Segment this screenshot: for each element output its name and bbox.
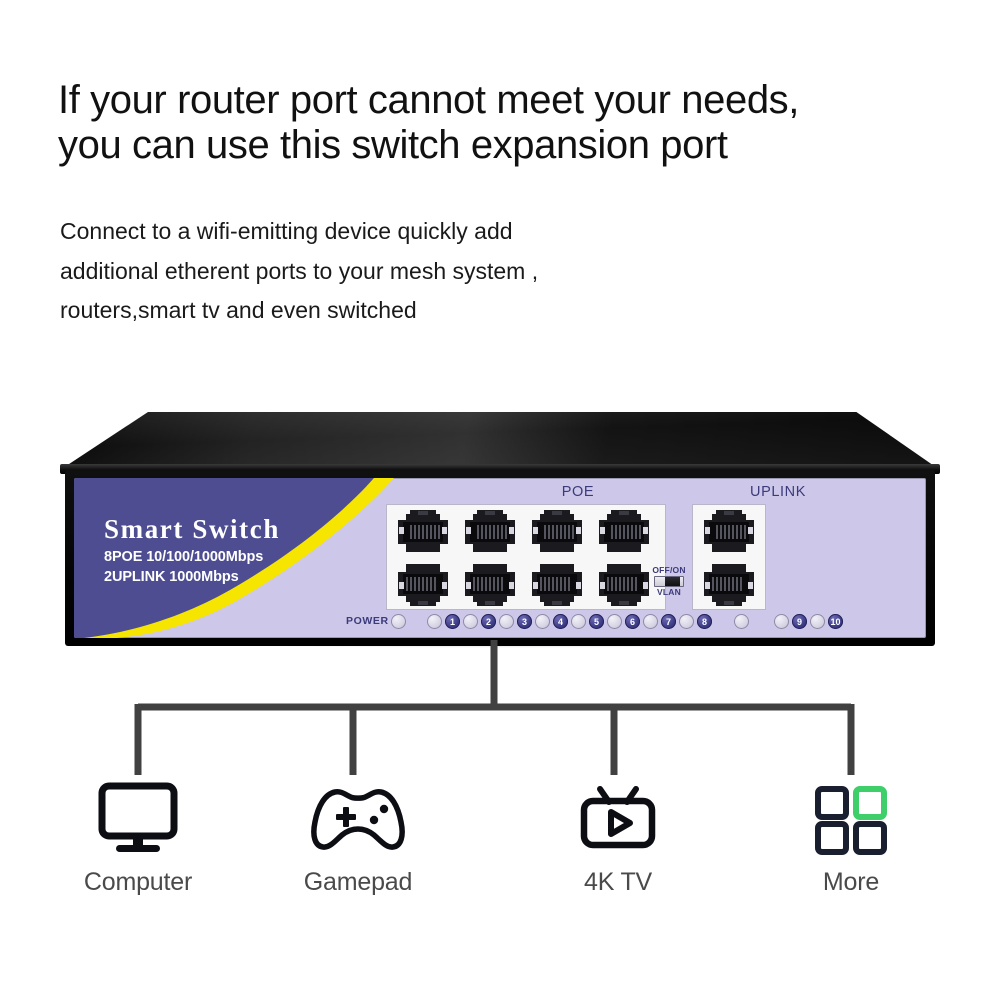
device-top-panel xyxy=(60,412,940,470)
subcopy-line-3: routers,smart tv and even switched xyxy=(60,297,417,324)
uplink-section-label: UPLINK xyxy=(750,484,806,500)
poe-port-3[interactable] xyxy=(528,508,586,556)
device-spec-line-1: 8POE 10/100/1000Mbps xyxy=(104,549,264,565)
poe-led-blank-8 xyxy=(679,614,694,629)
poe-led-4: 4 xyxy=(553,614,568,629)
uplink-port-9[interactable] xyxy=(700,508,758,556)
poe-section-label: POE xyxy=(561,484,595,500)
poe-led-blank-5 xyxy=(571,614,586,629)
gamepad-icon xyxy=(258,780,458,858)
connection-item-computer[interactable]: Computer xyxy=(38,780,238,897)
tv-icon xyxy=(518,780,718,858)
vlan-led xyxy=(734,614,749,629)
vlan-switch[interactable]: OFF/ON VLAN xyxy=(646,565,692,598)
device-shadow xyxy=(74,640,926,648)
poe-led-blank-6 xyxy=(607,614,622,629)
poe-led-blank-3 xyxy=(499,614,514,629)
poe-led-blank-1 xyxy=(427,614,442,629)
uplink-led-10: 10 xyxy=(828,614,843,629)
monitor-icon xyxy=(38,780,238,858)
uplink-led-blank-10 xyxy=(810,614,825,629)
uplink-led-blank-9 xyxy=(774,614,789,629)
poe-port-6[interactable] xyxy=(461,560,519,608)
poe-led-5: 5 xyxy=(589,614,604,629)
network-switch-device: Smart Switch 8POE 10/100/1000Mbps 2UPLIN… xyxy=(60,412,940,652)
connection-item-gamepad[interactable]: Gamepad xyxy=(258,780,458,897)
connection-tree xyxy=(134,640,855,775)
connection-label-computer: Computer xyxy=(83,868,193,896)
device-brand-name: Smart Switch xyxy=(104,514,280,544)
poe-led-3: 3 xyxy=(517,614,532,629)
vlan-toggle[interactable] xyxy=(654,576,684,588)
page-title: If your router port cannot meet your nee… xyxy=(58,78,958,168)
vlan-off-on-label: OFF/ON xyxy=(652,565,686,575)
poe-led-8: 8 xyxy=(697,614,712,629)
vlan-label: VLAN xyxy=(657,587,681,598)
device-front-lip xyxy=(60,464,940,474)
headline-line-2: you can use this switch expansion port xyxy=(58,122,728,167)
poe-port-4[interactable] xyxy=(595,508,653,556)
poe-led-blank-2 xyxy=(463,614,478,629)
connection-label-gamepad: Gamepad xyxy=(303,868,413,896)
uplink-port-cage xyxy=(692,504,766,610)
poe-led-blank-7 xyxy=(643,614,658,629)
poe-port-cage xyxy=(386,504,666,610)
connection-label-more: More xyxy=(822,868,880,896)
power-led xyxy=(391,614,406,629)
poe-port-5[interactable] xyxy=(394,560,452,608)
poe-led-1: 1 xyxy=(445,614,460,629)
grid-more-icon xyxy=(751,780,951,858)
poe-port-8[interactable] xyxy=(595,560,653,608)
poe-led-7: 7 xyxy=(661,614,676,629)
subcopy-line-2: additional etherent ports to your mesh s… xyxy=(60,257,539,284)
poe-led-6: 6 xyxy=(625,614,640,629)
connected-devices-row: Computer Gamepad xyxy=(0,780,1000,910)
headline-line-1: If your router port cannot meet your nee… xyxy=(58,78,799,122)
device-faceplate: Smart Switch 8POE 10/100/1000Mbps 2UPLIN… xyxy=(74,478,926,638)
poe-port-1[interactable] xyxy=(394,508,452,556)
device-spec: 8POE 10/100/1000Mbps 2UPLINK 1000Mbps xyxy=(104,548,424,587)
connection-label-tv: 4K TV xyxy=(583,868,653,896)
subcopy: Connect to a wifi-emitting device quickl… xyxy=(60,212,840,331)
poe-led-2: 2 xyxy=(481,614,496,629)
connection-item-tv[interactable]: 4K TV xyxy=(518,780,718,897)
faceplate-swoosh xyxy=(74,478,394,638)
poe-led-blank-4 xyxy=(535,614,550,629)
subcopy-line-1: Connect to a wifi-emitting device quickl… xyxy=(60,218,513,244)
led-indicator-strip: POWER 1 2 3 4 5 6 7 8 9 10 xyxy=(74,608,926,638)
poe-port-2[interactable] xyxy=(461,508,519,556)
poe-port-7[interactable] xyxy=(528,560,586,608)
power-led-label: POWER xyxy=(346,615,389,627)
uplink-port-10[interactable] xyxy=(700,560,758,608)
device-spec-line-2: 2UPLINK 1000Mbps xyxy=(104,568,239,585)
connection-item-more[interactable]: More xyxy=(751,780,951,897)
device-top-sheen xyxy=(60,412,940,470)
uplink-led-9: 9 xyxy=(792,614,807,629)
